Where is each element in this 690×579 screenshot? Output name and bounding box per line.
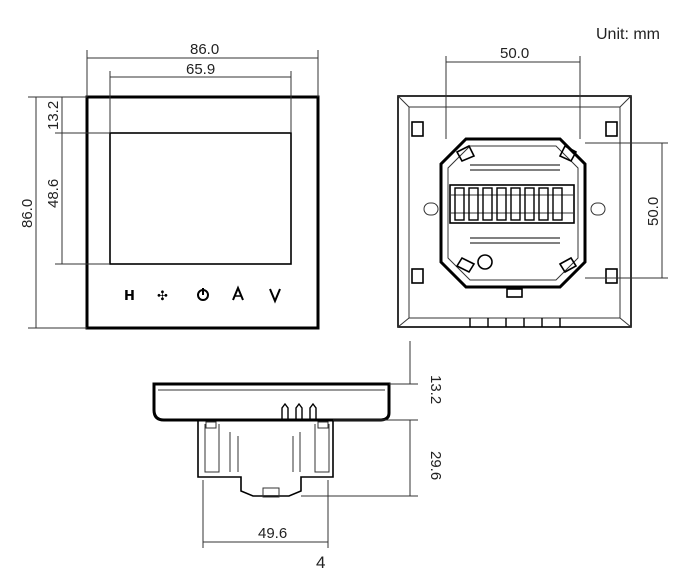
fan-icon[interactable]: ✣ xyxy=(157,289,168,304)
side-body-outline xyxy=(197,420,334,497)
front-width-screen-label: 65.9 xyxy=(186,61,215,78)
front-buttons: H ✣ xyxy=(124,285,281,304)
power-heating-icon[interactable]: H xyxy=(124,289,135,304)
terminal-block xyxy=(449,184,575,224)
power-icon[interactable] xyxy=(197,288,209,301)
side-body-depth-label: 29.6 xyxy=(427,451,444,480)
svg-text:H: H xyxy=(124,289,135,304)
side-panel-thickness-label: 13.2 xyxy=(427,375,444,404)
unit-label: Unit: mm xyxy=(596,26,660,43)
front-height-screen-label: 48.6 xyxy=(45,179,62,208)
front-view: 86.0 65.9 86.0 13.2 48.6 H ✣ xyxy=(19,41,320,330)
side-body-width-label: 49.6 xyxy=(258,525,287,542)
side-view: 13.2 29.6 49.6 xyxy=(152,341,444,548)
front-width-outer-label: 86.0 xyxy=(190,41,219,58)
front-height-top-label: 13.2 xyxy=(45,101,62,130)
back-frame xyxy=(397,95,632,328)
back-view: 50.0 50.0 xyxy=(397,45,668,328)
front-panel-outline xyxy=(85,95,320,330)
front-height-outer-label: 86.0 xyxy=(19,199,36,228)
back-box-height-label: 50.0 xyxy=(645,197,662,226)
front-screen xyxy=(109,132,292,265)
up-arrow-icon[interactable] xyxy=(232,285,244,301)
page-number: 4 xyxy=(316,553,325,572)
back-box-width-label: 50.0 xyxy=(500,45,529,62)
side-panel-outline xyxy=(152,382,391,422)
down-arrow-icon[interactable] xyxy=(269,288,281,304)
svg-text:✣: ✣ xyxy=(157,289,168,304)
